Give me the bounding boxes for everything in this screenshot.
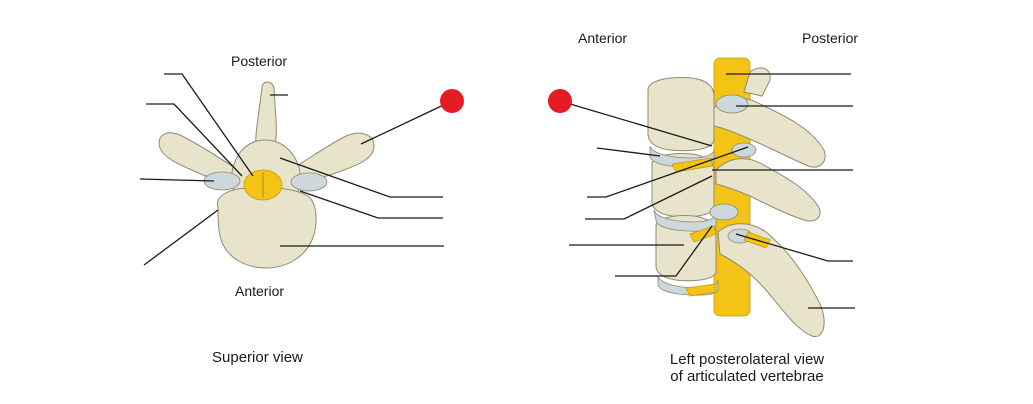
articular-facet-2 xyxy=(731,142,757,158)
lateral-posterior-arch-1 xyxy=(713,98,826,168)
lateral-vertebrae xyxy=(647,57,826,338)
leader-line-7 xyxy=(299,190,443,219)
lateral-anterior-label: Anterior xyxy=(578,30,628,46)
leader-line-6 xyxy=(279,157,443,198)
spinal-nerve-1 xyxy=(671,157,713,173)
lateral-posterior-arch-3 xyxy=(717,223,825,338)
superior-leader-lines xyxy=(139,73,453,266)
lateral-vertebral-body-1 xyxy=(647,77,715,152)
lateral-view-caption: Left posterolateral view of articulated … xyxy=(652,351,842,385)
superior-posterior-label: Posterior xyxy=(231,53,288,69)
superior-anterior-label: Anterior xyxy=(235,283,285,299)
leader-line-4 xyxy=(143,209,219,266)
leader-line-3 xyxy=(139,178,215,182)
right-articular-facet xyxy=(290,172,328,192)
superior-view-red-marker xyxy=(440,89,464,113)
lateral-view-caption-line-1: Left posterolateral view xyxy=(669,351,825,368)
lateral-leader-line-6 xyxy=(585,175,713,220)
articular-facet-3 xyxy=(709,203,739,221)
lateral-posterior-label: Posterior xyxy=(802,30,859,46)
lateral-leader-line-9 xyxy=(615,225,713,277)
articular-facet-1 xyxy=(715,94,749,114)
superior-articular-process-1 xyxy=(743,67,771,97)
leader-line-1 xyxy=(164,73,254,177)
lateral-leader-line-5 xyxy=(587,146,749,198)
leader-line-9 xyxy=(360,100,453,145)
lateral-view-caption-line-2: of articulated vertebrae xyxy=(670,368,824,385)
lateral-leader-line-3 xyxy=(559,100,713,147)
lateral-view-red-marker xyxy=(548,89,572,113)
lateral-leader-line-10 xyxy=(735,233,853,262)
lateral-posterior-arch-2 xyxy=(715,158,821,222)
superior-vertebra xyxy=(158,81,375,269)
intervertebral-disc-2 xyxy=(653,209,717,232)
leader-line-2 xyxy=(146,103,243,177)
superior-view-caption: Superior view xyxy=(212,349,303,366)
lateral-leader-lines xyxy=(559,73,855,309)
spinal-nerve-4 xyxy=(685,283,717,297)
lateral-leader-line-4 xyxy=(596,147,661,157)
